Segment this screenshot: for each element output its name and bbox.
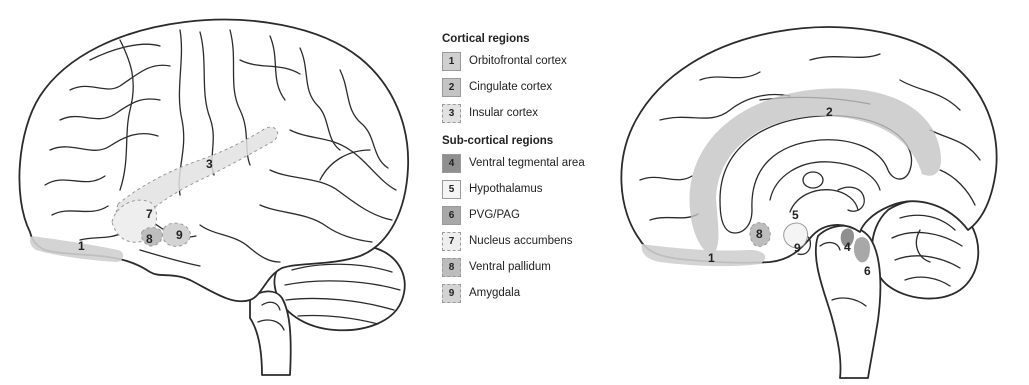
legend-swatch: 4 bbox=[442, 154, 461, 173]
legend-swatch: 3 bbox=[442, 104, 461, 123]
medial-label-9: 9 bbox=[794, 241, 801, 255]
medial-label-2: 2 bbox=[826, 105, 833, 119]
legend-item-nucleus-accumbens: 7 Nucleus accumbens bbox=[442, 228, 622, 254]
legend-swatch: 6 bbox=[442, 206, 461, 225]
lateral-label-7: 7 bbox=[146, 207, 153, 221]
legend-item-ventral-pallidum: 8 Ventral pallidum bbox=[442, 254, 622, 280]
lateral-label-9: 9 bbox=[176, 228, 183, 242]
legend-item-cingulate-cortex: 2 Cingulate cortex bbox=[442, 74, 622, 100]
legend-swatch: 8 bbox=[442, 258, 461, 277]
lateral-brain: 1 3 7 8 9 bbox=[19, 20, 408, 375]
cortical-list: 1 Orbitofrontal cortex 2 Cingulate cortex 3I… bbox=[442, 48, 622, 126]
subcortical-heading: Sub-cortical regions bbox=[442, 132, 622, 150]
lateral-label-8: 8 bbox=[146, 232, 153, 246]
legend-label: Ventral tegmental area bbox=[469, 157, 585, 169]
lateral-brainstem bbox=[250, 291, 291, 375]
legend-item-pvg-pag: 6 PVG/PAG bbox=[442, 202, 622, 228]
legend-label: Hypothalamus bbox=[469, 183, 543, 195]
medial-label-4: 4 bbox=[844, 240, 851, 254]
legend-item-amygdala: 9 Amygdala bbox=[442, 280, 622, 306]
cortical-heading: Cortical regions bbox=[442, 30, 622, 48]
legend: Cortical regions 1 Orbitofrontal cortex 2C… bbox=[442, 30, 622, 306]
lateral-label-1: 1 bbox=[78, 239, 85, 253]
legend-item-hypothalamus: 5 Hypothalamus bbox=[442, 176, 622, 202]
legend-label: Orbitofrontal cortex bbox=[469, 55, 567, 67]
legend-label: PVG/PAG bbox=[469, 209, 520, 221]
legend-item-orbitofrontal-cortex: 1 Orbitofrontal cortex bbox=[442, 48, 622, 74]
legend-label: Cingulate cortex bbox=[469, 81, 552, 93]
medial-brain: 1 2 4 5 6 8 9 bbox=[621, 27, 996, 378]
legend-item-insular-cortex: 3 Insular cortex bbox=[442, 100, 622, 126]
legend-swatch: 1 bbox=[442, 52, 461, 71]
legend-item-ventral-tegmental-area: 4 Ventral tegmental area bbox=[442, 150, 622, 176]
legend-label: Nucleus accumbens bbox=[469, 235, 573, 247]
medial-label-8: 8 bbox=[756, 227, 763, 241]
lateral-label-3: 3 bbox=[206, 157, 213, 171]
medial-label-5: 5 bbox=[792, 208, 799, 222]
legend-label: Insular cortex bbox=[469, 107, 538, 119]
medial-label-1: 1 bbox=[708, 251, 715, 265]
legend-swatch: 7 bbox=[442, 232, 461, 251]
legend-label: Amygdala bbox=[469, 287, 520, 299]
subcortical-list: 4 Ventral tegmental area 5 Hypothalamus 6 PVG… bbox=[442, 150, 622, 306]
legend-swatch: 2 bbox=[442, 78, 461, 97]
legend-label: Ventral pallidum bbox=[469, 261, 551, 273]
medial-label-6: 6 bbox=[864, 264, 871, 278]
legend-swatch: 5 bbox=[442, 180, 461, 199]
legend-swatch: 9 bbox=[442, 284, 461, 303]
